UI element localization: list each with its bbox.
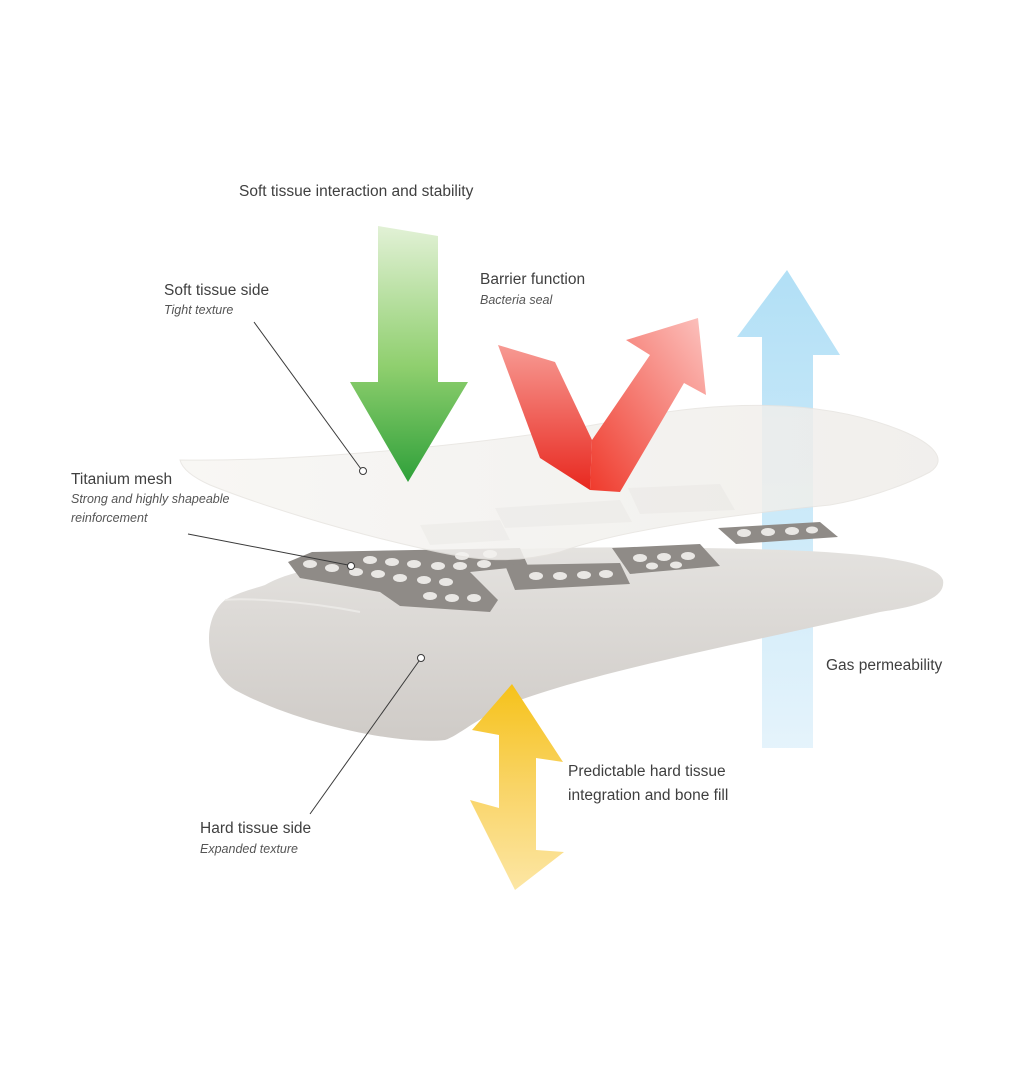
- barrier-function-arrow: [498, 318, 706, 492]
- hard-tissue-integration-arrow: [470, 684, 564, 890]
- hard-tissue-side-title: Hard tissue side: [200, 820, 312, 837]
- hard-tissue-side-pointer: [309, 654, 425, 815]
- titanium-mesh-title: Titanium mesh: [71, 471, 173, 488]
- soft-tissue-side-subtitle: Tight texture: [164, 303, 234, 317]
- soft-tissue-layer: [179, 404, 939, 561]
- soft-tissue-side-title: Soft tissue side: [164, 282, 270, 299]
- soft-tissue-side-pointer: [253, 321, 367, 475]
- hard-tissue-integration-label-1: Predictable hard tissue: [568, 763, 726, 780]
- barrier-function-title: Barrier function: [480, 271, 586, 288]
- titanium-mesh-pointer: [187, 533, 355, 570]
- hard-tissue-integration-label-2: integration and bone fill: [568, 787, 729, 804]
- gas-permeability-label: Gas permeability: [826, 657, 943, 674]
- titanium-mesh-subtitle-2: reinforcement: [71, 511, 148, 525]
- barrier-function-subtitle: Bacteria seal: [480, 293, 553, 307]
- titanium-mesh-subtitle-1: Strong and highly shapeable: [71, 492, 230, 506]
- soft-tissue-interaction-arrow: [350, 226, 468, 482]
- hard-tissue-side-subtitle: Expanded texture: [200, 842, 298, 856]
- soft-tissue-interaction-label: Soft tissue interaction and stability: [239, 183, 474, 200]
